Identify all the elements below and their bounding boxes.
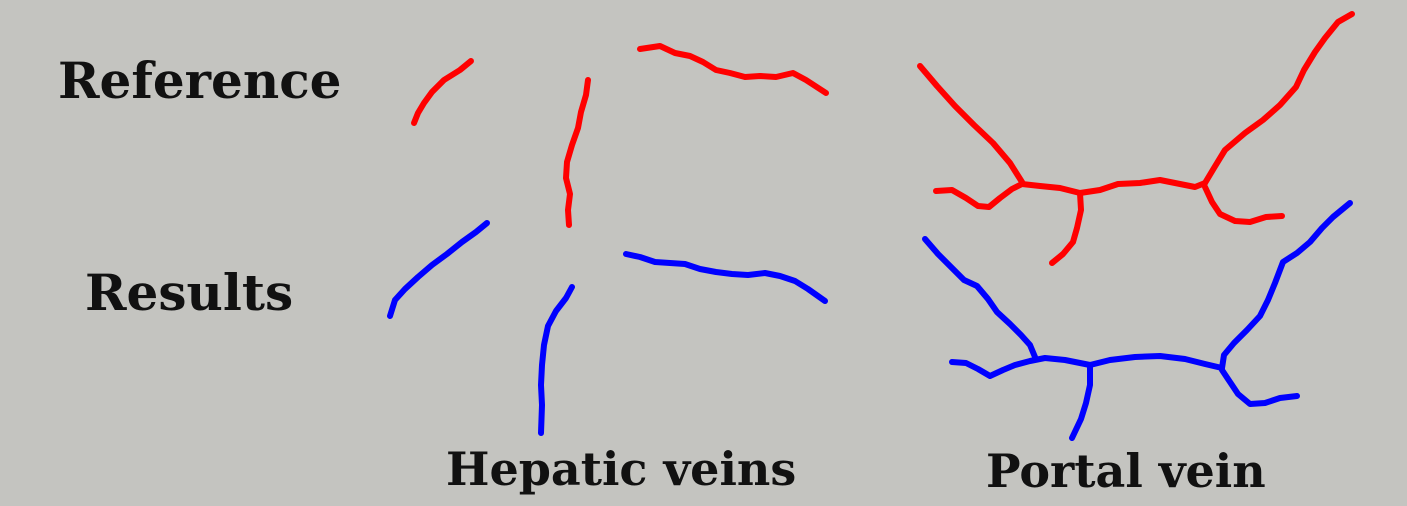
reference-portal-vein-left-branch bbox=[920, 66, 1022, 182]
reference-portal-vein-lower-branch bbox=[1052, 193, 1081, 263]
reference-hepatic-vein-middle bbox=[566, 80, 588, 225]
result-hepatic-vein-right bbox=[626, 254, 825, 301]
result-portal-vein-left-branch bbox=[925, 239, 1035, 357]
results-label: Results bbox=[85, 268, 293, 318]
reference-hepatic-vein-left bbox=[414, 61, 471, 123]
hepatic-veins-label: Hepatic veins bbox=[446, 446, 796, 492]
result-portal-vein-right-branch bbox=[1222, 203, 1350, 368]
reference-portal-vein-trunk bbox=[936, 180, 1205, 207]
result-portal-vein-lower-branch bbox=[1072, 365, 1090, 438]
result-hepatic-vein-middle bbox=[541, 287, 572, 433]
portal-vein-label: Portal vein bbox=[986, 448, 1266, 494]
reference-portal-vein-tail bbox=[1205, 187, 1282, 222]
result-vessels bbox=[390, 203, 1350, 438]
result-hepatic-vein-left bbox=[390, 223, 487, 316]
reference-label: Reference bbox=[58, 56, 341, 106]
result-portal-vein-tail bbox=[1222, 370, 1297, 404]
reference-portal-vein-right-branch bbox=[1205, 14, 1352, 183]
reference-vessels bbox=[414, 14, 1352, 263]
reference-hepatic-vein-right bbox=[640, 46, 826, 93]
